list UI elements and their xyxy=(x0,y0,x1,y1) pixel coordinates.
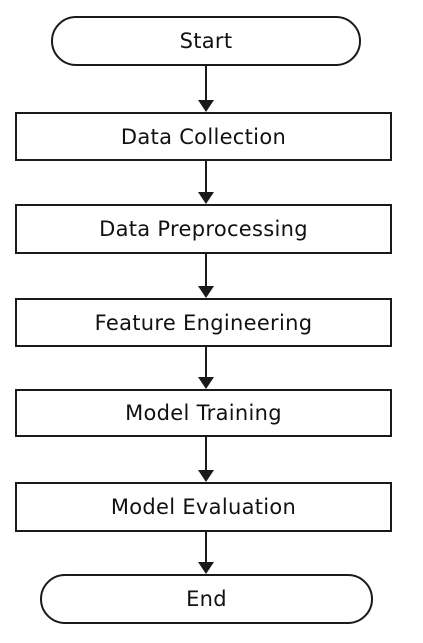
process-label: Data Preprocessing xyxy=(99,217,308,241)
arrow-down-icon xyxy=(198,470,214,482)
process-model-training: Model Training xyxy=(15,389,392,437)
process-data-preprocessing: Data Preprocessing xyxy=(15,204,392,254)
arrow-model-training-to-model-evaluation xyxy=(196,437,216,482)
end-terminal: End xyxy=(40,574,373,624)
start-terminal: Start xyxy=(51,16,361,66)
process-label: Feature Engineering xyxy=(94,310,313,335)
arrow-down-icon xyxy=(198,286,214,298)
arrow-data-collection-to-data-preprocessing xyxy=(196,161,216,204)
arrow-down-icon xyxy=(198,377,214,389)
arrow-data-preprocessing-to-feature-engineering xyxy=(196,254,216,298)
arrow-model-evaluation-to-end xyxy=(196,532,216,574)
arrow-shaft xyxy=(205,532,207,563)
start-label: Start xyxy=(179,29,233,53)
arrow-shaft xyxy=(205,161,207,193)
arrow-feature-engineering-to-model-training xyxy=(196,347,216,389)
process-data-collection: Data Collection xyxy=(15,112,392,161)
arrow-shaft xyxy=(205,254,207,287)
arrow-shaft xyxy=(205,66,207,101)
process-label: Data Collection xyxy=(120,124,287,149)
arrow-down-icon xyxy=(198,100,214,112)
process-feature-engineering: Feature Engineering xyxy=(15,298,392,347)
process-model-evaluation: Model Evaluation xyxy=(15,482,392,532)
end-label: End xyxy=(186,587,227,611)
arrow-shaft xyxy=(205,437,207,471)
arrow-down-icon xyxy=(198,192,214,204)
process-label: Model Evaluation xyxy=(110,495,297,519)
arrow-shaft xyxy=(205,347,207,378)
process-label: Model Training xyxy=(125,401,282,425)
arrow-down-icon xyxy=(198,562,214,574)
arrow-start-to-data-collection xyxy=(196,66,216,112)
